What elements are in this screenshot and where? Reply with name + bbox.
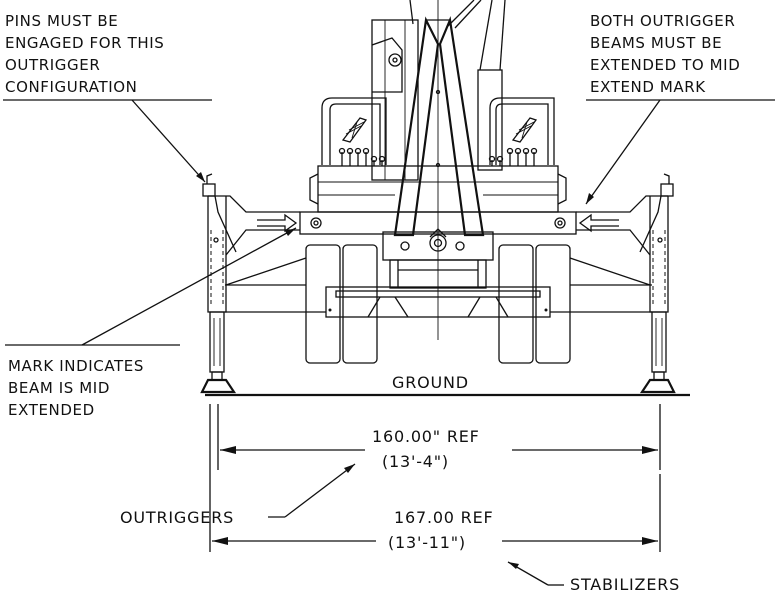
mesh-right xyxy=(511,117,538,143)
outriggers-leader xyxy=(284,463,356,518)
outrigger-span-feet: (13'-4") xyxy=(382,452,449,471)
callout-beams-line-3: EXTENDED TO MID xyxy=(590,56,740,74)
callout-beams-line-4: EXTEND MARK xyxy=(590,78,706,96)
callout-mark-line-2: BEAM IS MID xyxy=(8,379,110,397)
callout-pins-line-2: ENGAGED FOR THIS xyxy=(5,34,164,52)
outrigger-pad-right xyxy=(639,378,676,394)
outriggers-label: OUTRIGGERS xyxy=(120,508,234,527)
boom-column xyxy=(371,19,419,181)
pin-right xyxy=(660,183,674,197)
tire-right-inner xyxy=(498,244,534,364)
stabilizers-label: STABILIZERS xyxy=(570,575,680,594)
callout-pins: PINS MUST BE ENGAGED FOR THIS OUTRIGGER … xyxy=(3,12,212,183)
callout-pins-leader xyxy=(131,99,206,183)
mesh-left xyxy=(341,117,368,143)
callout-beams: BOTH OUTRIGGER BEAMS MUST BE EXTENDED TO… xyxy=(585,12,775,205)
callout-mark-line-3: EXTENDED xyxy=(8,401,95,419)
callout-pins-line-4: CONFIGURATION xyxy=(5,78,137,96)
control-levers-right xyxy=(488,147,538,166)
outrigger-leg-right xyxy=(651,311,667,373)
tire-right-outer xyxy=(535,244,571,364)
tire-left-outer xyxy=(305,244,341,364)
callout-beams-line-2: BEAMS MUST BE xyxy=(590,34,722,52)
dimension-extension-lines xyxy=(209,404,661,552)
callout-stabilizers: STABILIZERS xyxy=(507,561,680,594)
dimension-outrigger-span: 160.00" REF (13'-4") xyxy=(220,427,658,471)
boom-cylinder xyxy=(477,69,503,171)
outrigger-pad-left xyxy=(200,378,237,394)
cab-left xyxy=(321,97,387,165)
callout-beams-leader xyxy=(585,99,661,205)
callout-mark-leader xyxy=(81,227,297,346)
mark-arrow-left xyxy=(257,213,298,233)
boom-bracket xyxy=(371,37,403,93)
callout-outriggers: OUTRIGGERS xyxy=(120,463,356,527)
callout-mark-line-1: MARK INDICATES xyxy=(8,357,144,375)
ground: GROUND xyxy=(205,373,690,397)
mark-arrow-right xyxy=(578,213,619,233)
control-levers-left xyxy=(338,147,386,166)
ground-label: GROUND xyxy=(392,373,469,392)
pin-left xyxy=(202,183,216,197)
outrigger-span-value: 160.00" REF xyxy=(372,427,480,446)
callout-beams-line-1: BOTH OUTRIGGER xyxy=(590,12,735,30)
stabilizer-span-feet: (13'-11") xyxy=(388,533,466,552)
callout-mark: MARK INDICATES BEAM IS MID EXTENDED xyxy=(5,227,297,419)
tire-left-inner xyxy=(342,244,378,364)
outrigger-left xyxy=(200,173,307,394)
callout-beams-arrowhead xyxy=(586,193,594,204)
callout-pins-line-1: PINS MUST BE xyxy=(5,12,118,30)
stabilizer-span-value: 167.00 REF xyxy=(394,508,494,527)
outrigger-leg-left xyxy=(209,311,225,373)
a-frame-left-leg xyxy=(393,16,440,237)
callout-pins-arrowhead xyxy=(196,172,205,182)
dimension-stabilizer-span: 167.00 REF (13'-11") xyxy=(212,508,658,552)
cab-right xyxy=(489,97,555,165)
outrigger-right xyxy=(569,173,676,394)
outrigger-beam xyxy=(299,211,577,235)
callout-pins-line-3: OUTRIGGER xyxy=(5,56,100,74)
machine-rear-view xyxy=(200,0,676,394)
hitch-lower xyxy=(389,259,487,289)
a-frame-right-leg xyxy=(438,15,485,237)
rear-bumper xyxy=(325,286,551,318)
